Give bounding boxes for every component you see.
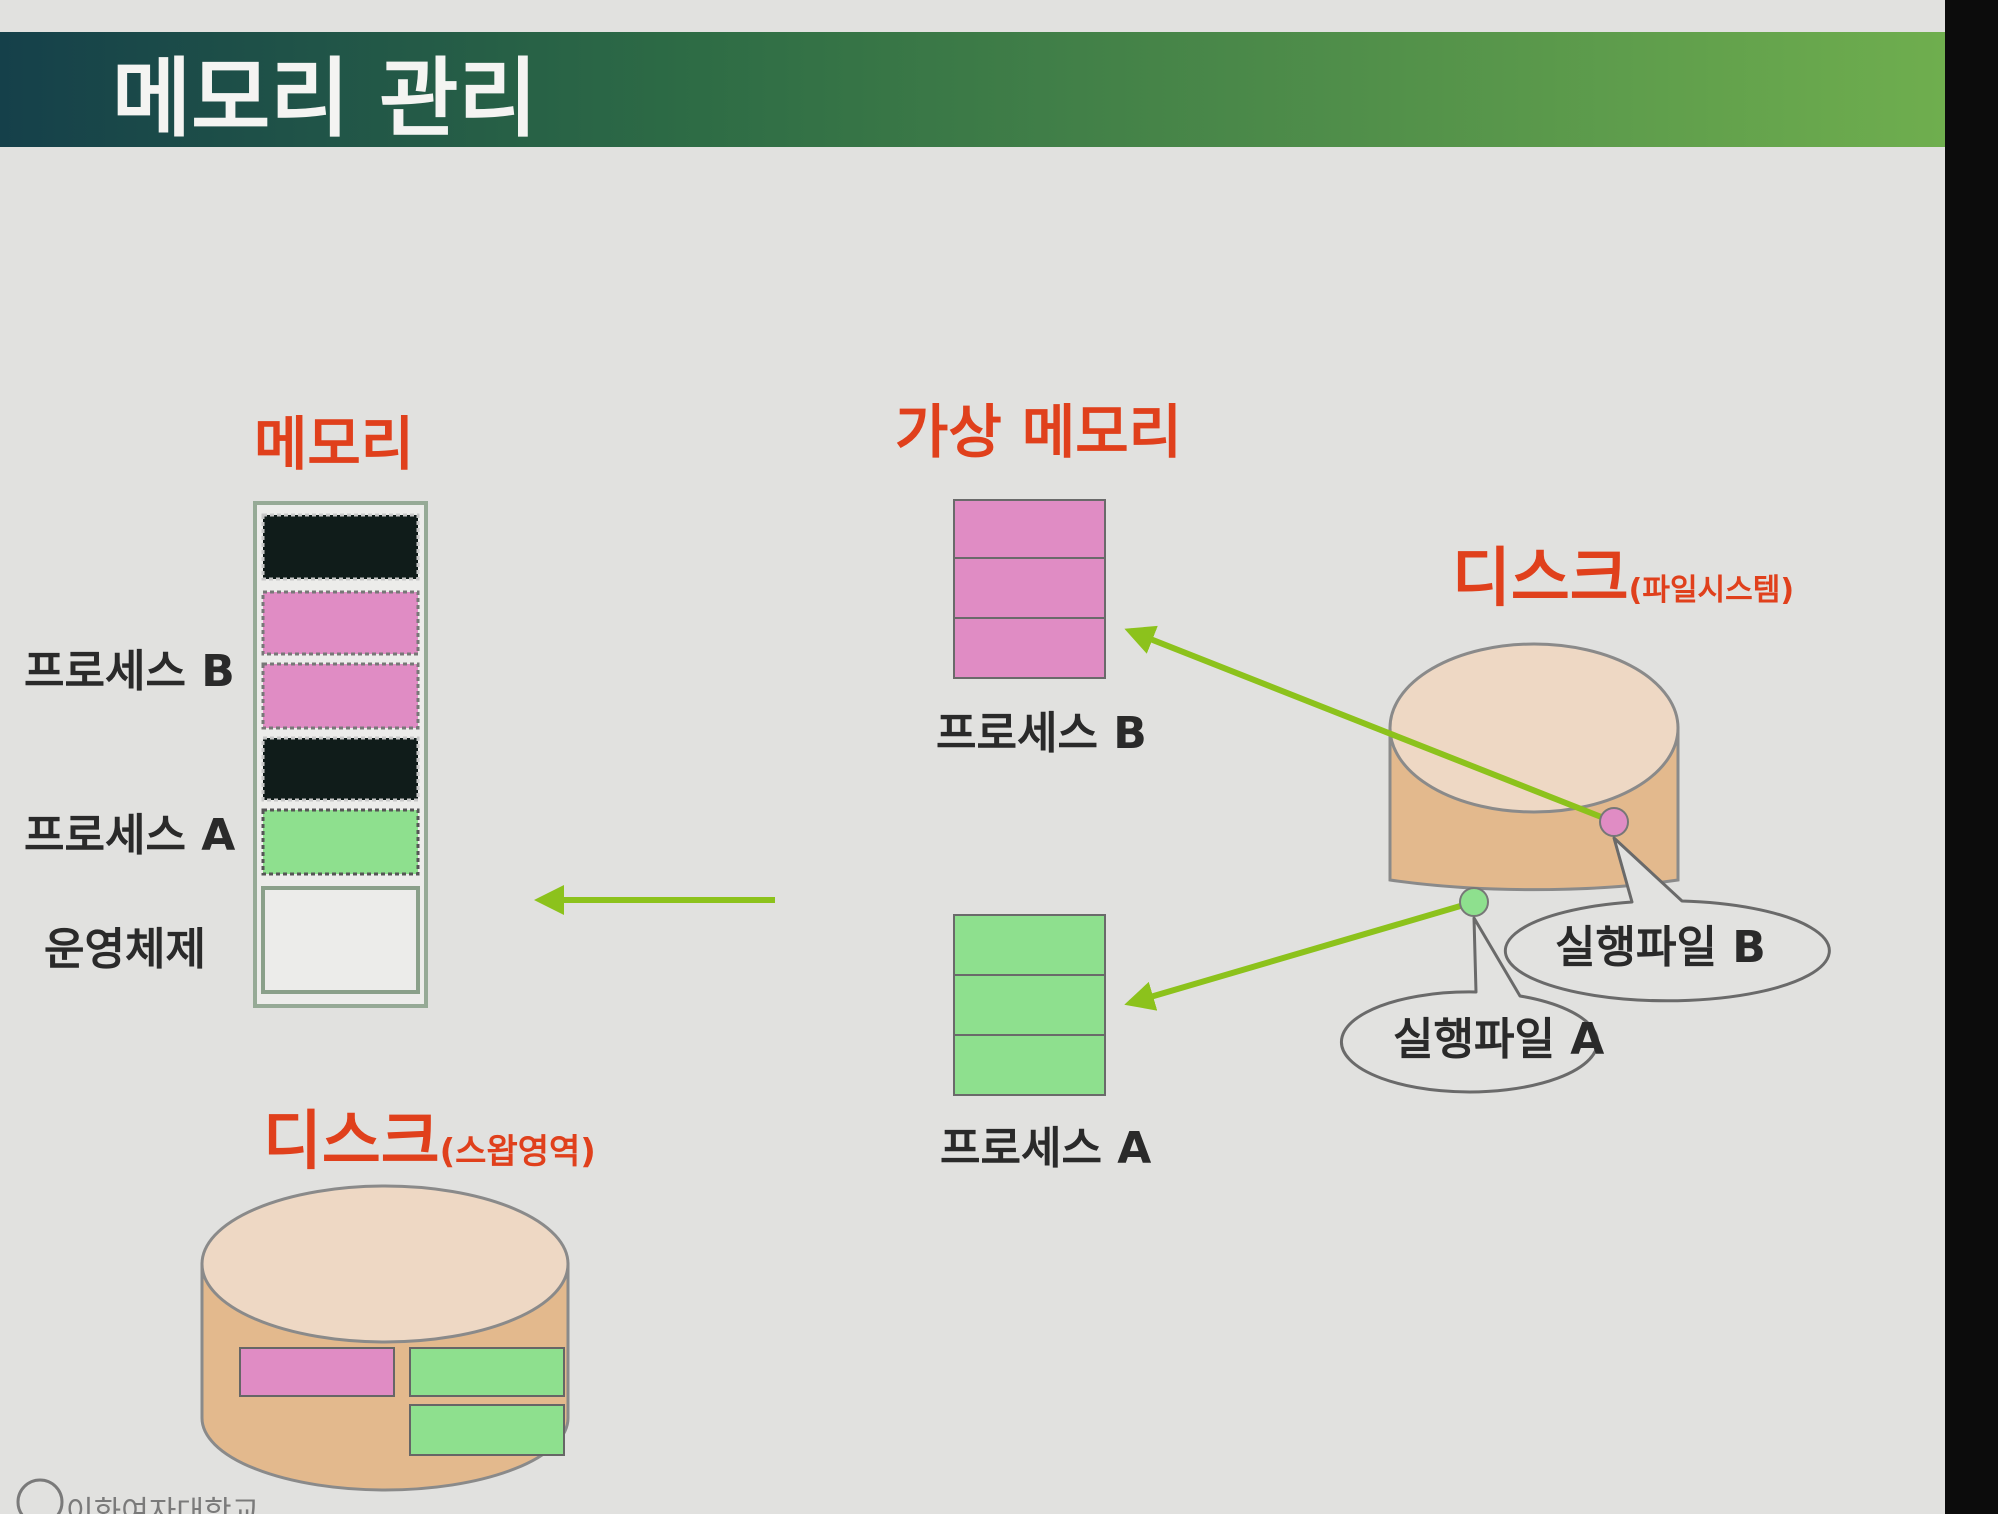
memory-label-process-b: 프로세스 B <box>24 646 235 697</box>
virtual-page-process-a <box>953 914 1106 976</box>
virtual-page-process-b <box>953 617 1106 679</box>
title-bar <box>0 32 1945 147</box>
slide-right-border <box>1945 0 1998 1514</box>
virtual-memory-label-process-a: 프로세스 A <box>940 1123 1151 1174</box>
memory-stack <box>253 501 428 1008</box>
memory-block-swapped <box>261 736 420 802</box>
memory-block-os <box>261 886 420 994</box>
slide-title: 메모리 관리 <box>112 49 538 149</box>
virtual-memory-heading: 가상 메모리 <box>895 398 1182 466</box>
callout-executable-b-text: 실행파일 B <box>1555 922 1766 973</box>
callout-executable-b-bubble <box>1503 836 1831 1003</box>
file-disk-heading: 디스크(파일시스템) <box>1452 542 1794 616</box>
swap-disk-top <box>200 1184 570 1344</box>
virtual-page-process-b <box>953 499 1106 559</box>
memory-block-process-b <box>261 662 420 730</box>
virtual-page-process-b <box>953 557 1106 619</box>
swap-block-process-a <box>409 1404 565 1456</box>
file-disk-heading-sub: (파일시스템) <box>1629 573 1794 608</box>
callout-executable-b: 실행파일 B <box>1503 836 1831 1003</box>
load-arrow-executable-b <box>1124 625 1616 825</box>
memory-label-os: 운영체제 <box>44 924 206 975</box>
swap-disk-heading-main: 디스크 <box>263 1105 440 1179</box>
swap-disk-heading-sub: (스왑영역) <box>440 1132 596 1172</box>
footer-logo-text: 이화여자대학교 <box>66 1495 259 1514</box>
executable-a-marker <box>1459 887 1489 917</box>
file-disk-heading-main: 디스크 <box>1452 542 1629 616</box>
virtual-page-process-a <box>953 1034 1106 1096</box>
callout-executable-a-bubble <box>1339 916 1599 1094</box>
file-disk-top <box>1388 642 1680 814</box>
file-disk-cylinder <box>1388 642 1680 892</box>
virtual-memory-process-b <box>953 499 1106 679</box>
swap-block-process-a <box>409 1347 565 1397</box>
virtual-memory-label-process-b: 프로세스 B <box>936 708 1147 759</box>
university-seal-icon <box>16 1478 64 1514</box>
memory-heading: 메모리 <box>254 410 414 478</box>
executable-b-marker <box>1599 807 1629 837</box>
load-arrow-executable-a <box>1124 899 1475 1011</box>
footer-logo: 이화여자대학교 <box>16 1478 259 1514</box>
memory-block-process-a <box>261 808 420 876</box>
memory-block-swapped <box>261 513 420 581</box>
swap-disk-cylinder <box>200 1184 570 1492</box>
memory-label-process-a: 프로세스 A <box>24 810 235 861</box>
callout-executable-a: 실행파일 A <box>1339 916 1604 1094</box>
memory-block-process-b <box>261 590 420 656</box>
virtual-memory-process-a <box>953 914 1106 1096</box>
swap-disk-heading: 디스크(스왑영역) <box>263 1105 596 1179</box>
callout-executable-a-text: 실행파일 A <box>1393 1014 1604 1065</box>
virtual-page-process-a <box>953 974 1106 1036</box>
swap-block-process-b <box>239 1347 395 1397</box>
